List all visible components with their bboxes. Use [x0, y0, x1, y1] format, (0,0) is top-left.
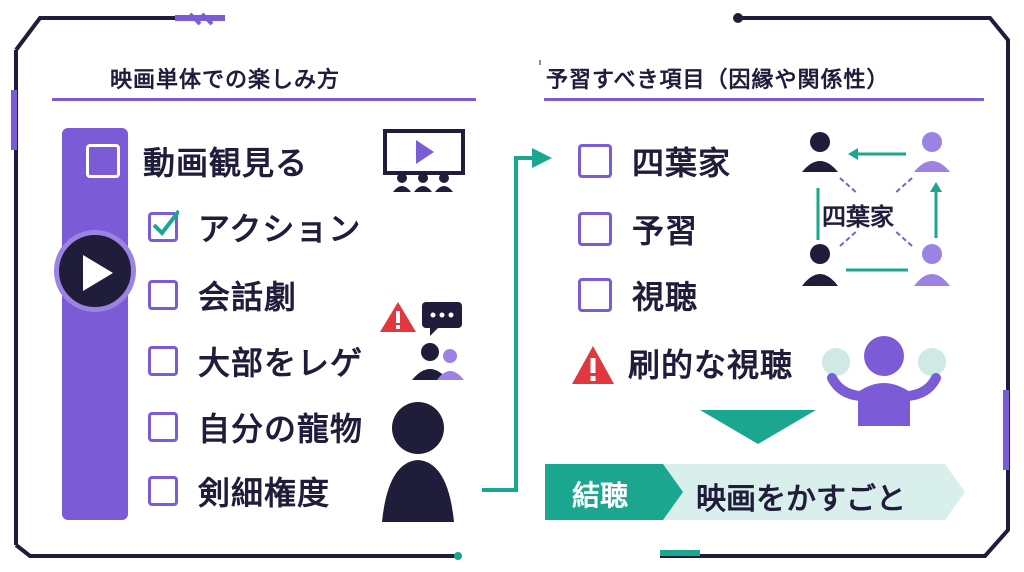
warning-icon: [572, 346, 614, 384]
warning-label: 刷的な視聴: [628, 346, 794, 384]
left-item-3-label: 会話劇: [198, 278, 298, 316]
result-left-label: 結聴: [572, 479, 629, 512]
result-bar: [545, 464, 965, 520]
relationship-center-label: 四葉家: [822, 203, 894, 231]
right-item-1-label: 四葉家: [632, 144, 732, 182]
connector-arrow: [482, 148, 552, 492]
checkbox-item-3[interactable]: [148, 280, 178, 310]
checkbox-item-4[interactable]: [148, 346, 178, 376]
left-item-5-label: 自分の龍物: [198, 410, 364, 448]
left-item-4-label: 大部をレゲ: [198, 344, 364, 382]
checkbox-item-1[interactable]: [86, 144, 120, 178]
left-item-1-label: 動画観見る: [143, 144, 309, 182]
result-right-label: 映画をかすごと: [696, 482, 906, 517]
checkbox-right-3[interactable]: [578, 278, 612, 312]
left-section-title: 映画単体での楽しみ方: [110, 68, 341, 93]
left-accent-bar: [62, 128, 128, 520]
check-icon: [152, 209, 179, 237]
right-item-2-label: 予習: [632, 212, 699, 250]
checkbox-right-1[interactable]: [578, 144, 612, 178]
right-item-3-label: 視聴: [632, 278, 699, 316]
relationship-diagram: [802, 132, 950, 286]
checkbox-right-2[interactable]: [578, 212, 612, 246]
left-title-underline: [52, 98, 476, 101]
checkbox-item-6[interactable]: [148, 476, 178, 506]
right-title-underline: [544, 98, 984, 101]
play-icon: [83, 255, 113, 291]
play-button[interactable]: [54, 230, 136, 312]
person-silhouette-icon: [382, 402, 454, 522]
chat-people-icon: [380, 302, 464, 380]
left-item-6-label: 剣細権度: [198, 474, 331, 512]
theater-screen-icon: [383, 129, 465, 192]
checkbox-item-5[interactable]: [148, 412, 178, 442]
checkbox-item-2[interactable]: [148, 209, 179, 242]
confused-person-icon: [822, 336, 946, 426]
down-arrow-icon: [700, 410, 816, 444]
right-section-title: 予習すべき項目（因縁や関係性）: [546, 68, 890, 93]
left-item-2-label: アクション: [198, 210, 362, 248]
